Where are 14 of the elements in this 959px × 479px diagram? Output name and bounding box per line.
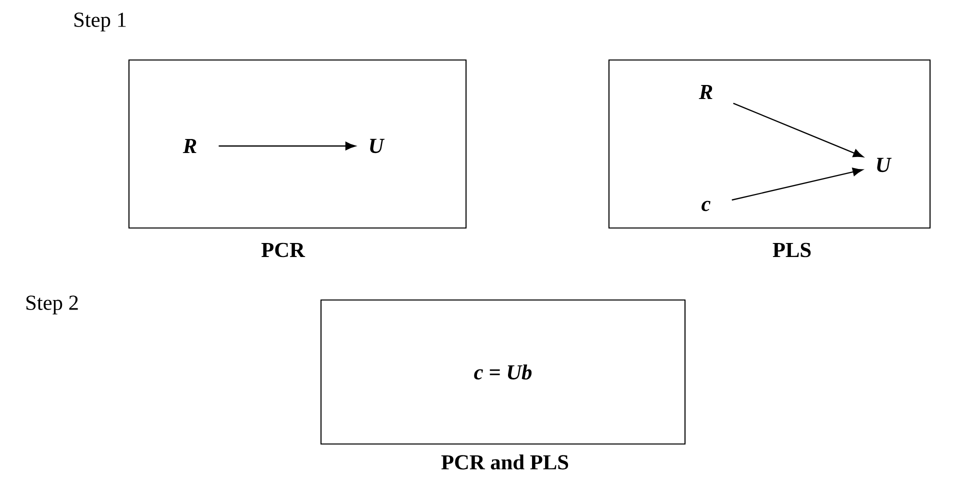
variable-label: R — [182, 139, 196, 153]
node-label: PCR and PLS — [441, 454, 568, 470]
arrow — [218, 142, 356, 150]
node-label: PLS — [772, 242, 811, 258]
step-label: Step 1 — [74, 12, 126, 32]
variable-label: c — [702, 200, 710, 212]
arrow — [733, 102, 864, 158]
diagram-box: c = Ub PCR and PLS — [320, 299, 686, 470]
variable-label: U — [370, 138, 385, 154]
step-label: Step 2 — [26, 296, 78, 314]
arrow — [732, 168, 863, 201]
variable-label: U — [877, 158, 892, 172]
node-label: PCR — [261, 242, 306, 258]
variable-label: R — [698, 85, 712, 99]
